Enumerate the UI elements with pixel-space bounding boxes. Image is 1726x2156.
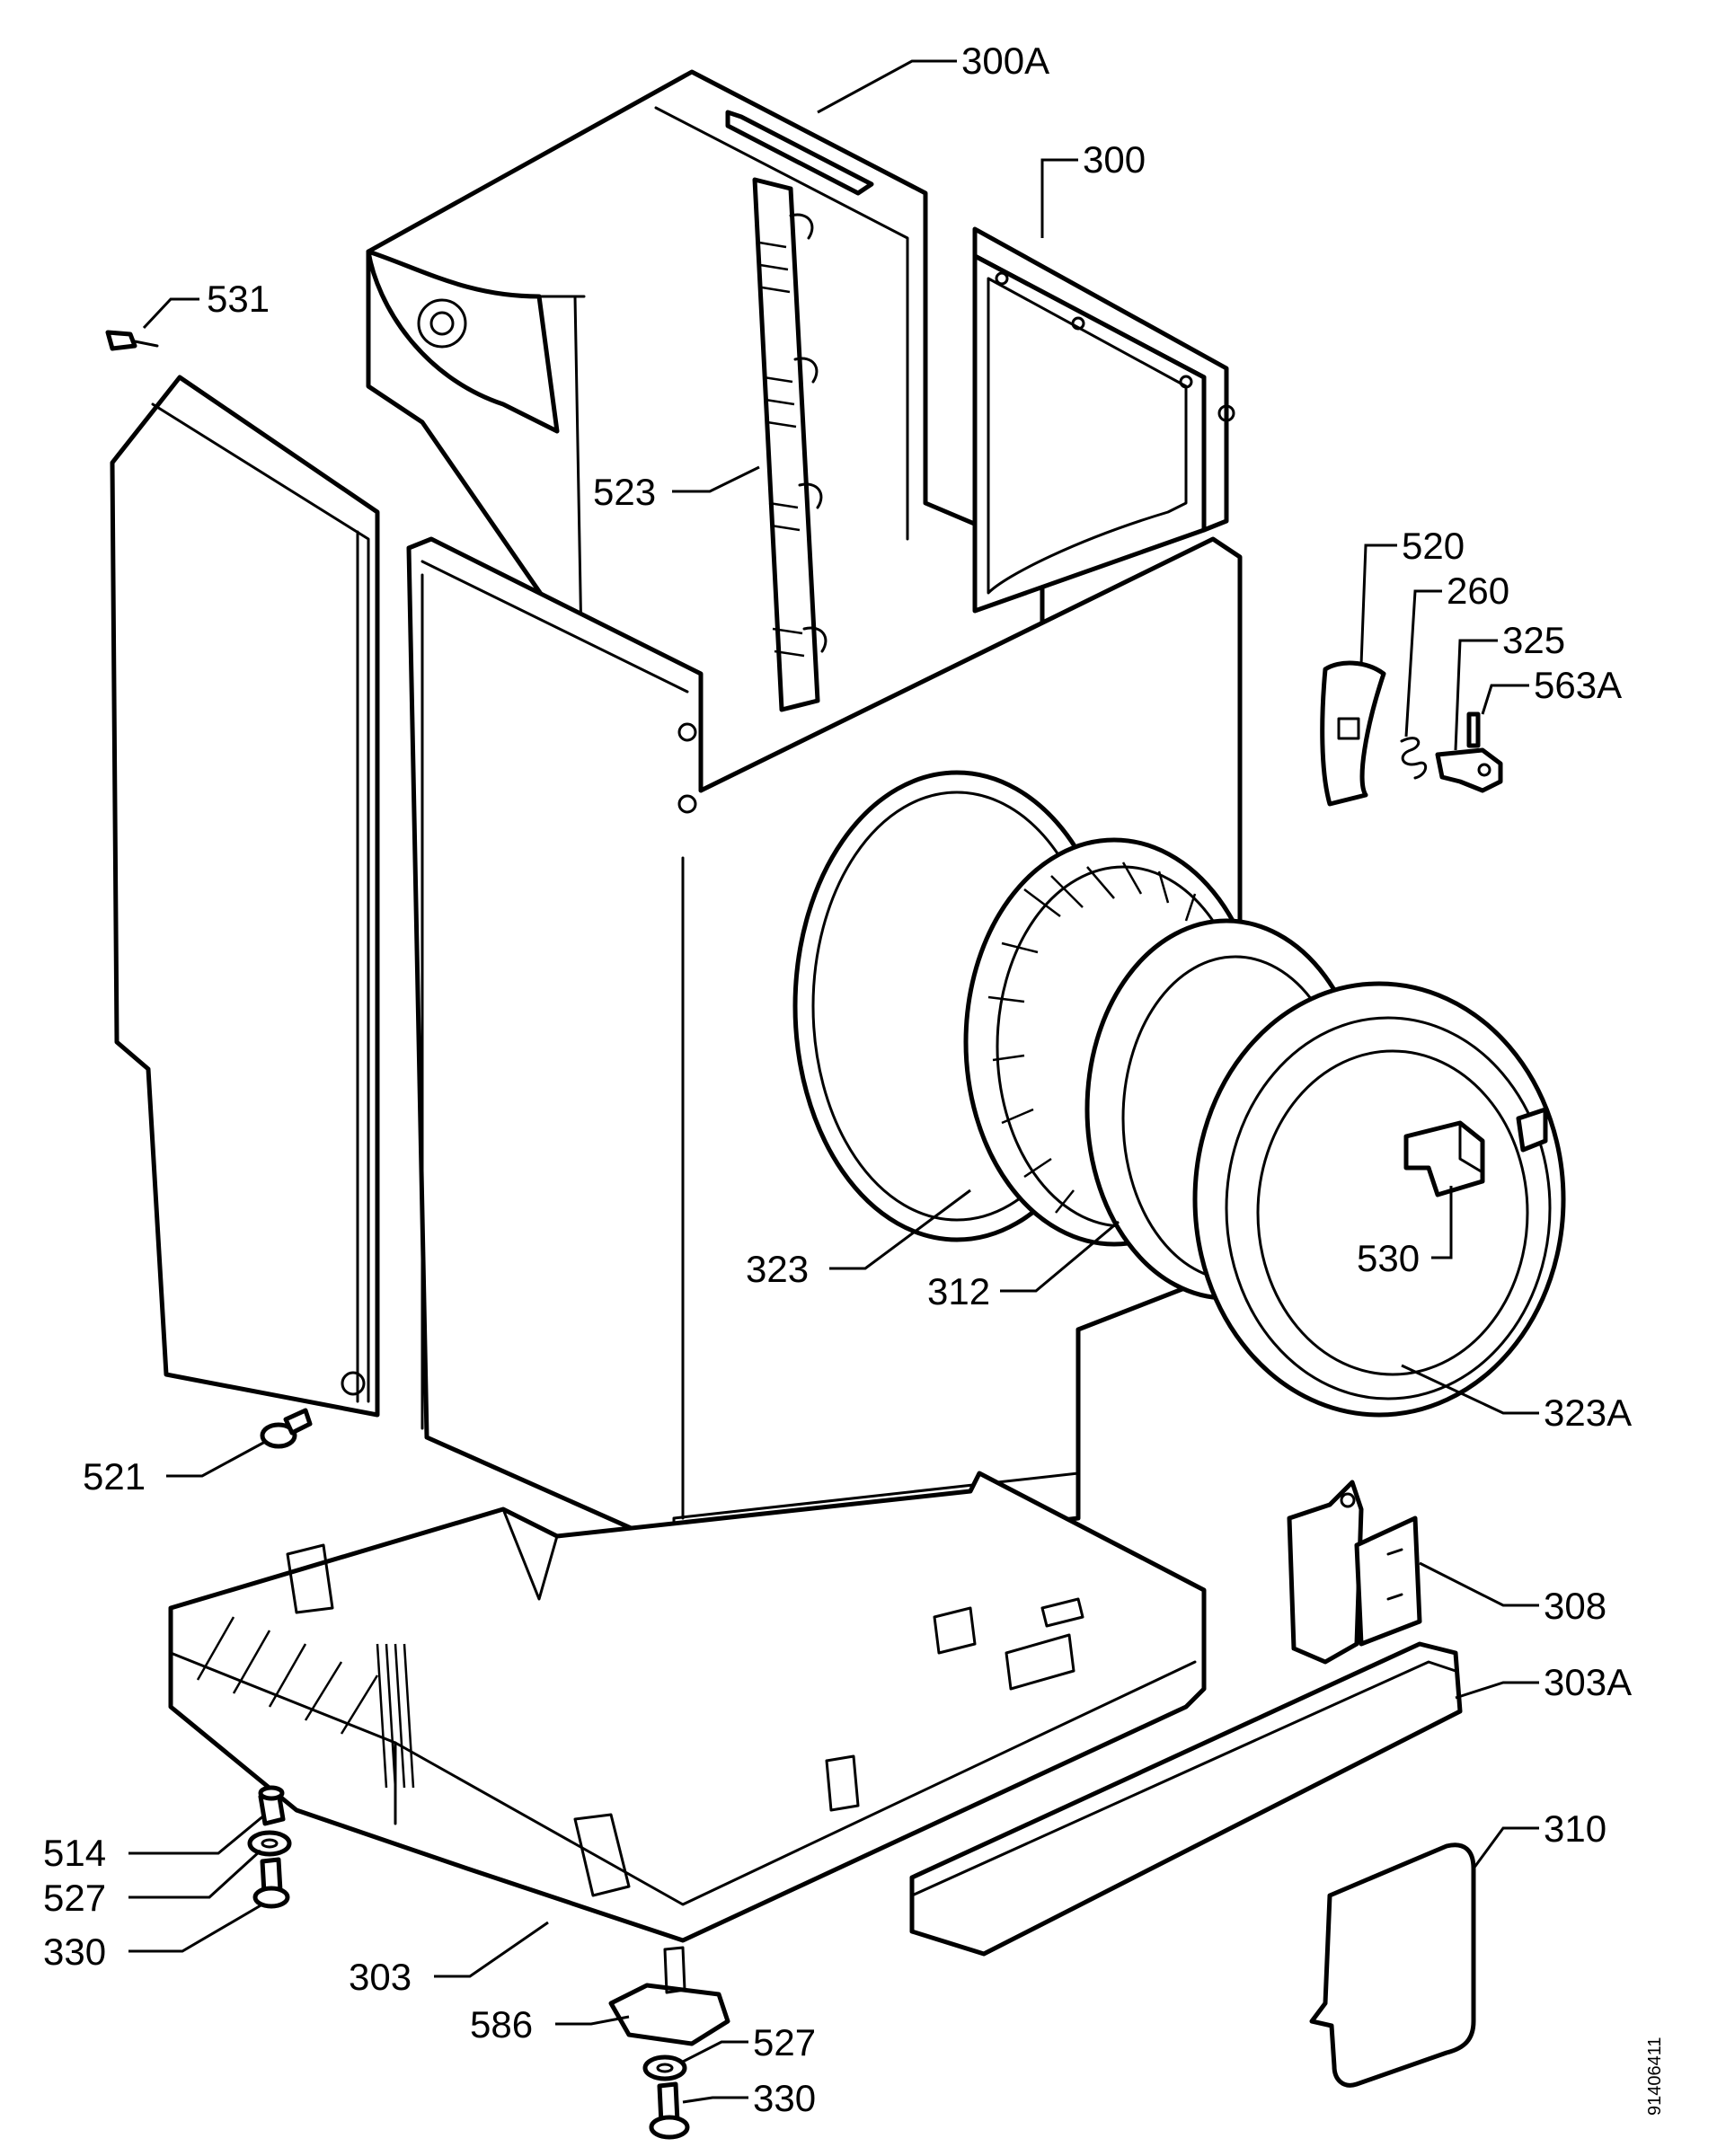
- label-523: 523: [593, 471, 656, 513]
- door-handle-530: [1403, 1120, 1485, 1197]
- label-586: 586: [470, 2003, 533, 2046]
- label-325: 325: [1502, 619, 1565, 661]
- door-hinge-308: [1287, 1480, 1422, 1665]
- washer-527-right: [642, 2054, 687, 2081]
- cabinet-back-shell: [366, 69, 1045, 802]
- label-527-left: 527: [43, 1877, 106, 1919]
- label-260: 260: [1447, 570, 1509, 612]
- leader-lines: [128, 59, 1539, 2104]
- label-514: 514: [43, 1832, 106, 1874]
- label-527-right: 527: [753, 2021, 816, 2063]
- document-number: 91406411: [1645, 2037, 1665, 2116]
- screw-330-right: [649, 2081, 690, 2140]
- plinth-panel-303a: [909, 1641, 1463, 1957]
- label-300a: 300A: [961, 40, 1049, 82]
- foot-586: [608, 1946, 730, 2046]
- label-323: 323: [746, 1248, 809, 1290]
- part-labels: 300A 300 531 523 520 260 325 563A 323 31…: [43, 40, 1632, 2119]
- label-303: 303: [349, 1956, 412, 1998]
- label-300: 300: [1083, 138, 1146, 181]
- label-312: 312: [927, 1270, 990, 1312]
- rear-bracket-523: [752, 177, 828, 712]
- spring-260: [1400, 737, 1428, 780]
- right-frame-300: [972, 226, 1229, 614]
- screw-330-left: [252, 1857, 290, 1909]
- label-308: 308: [1544, 1585, 1607, 1627]
- label-330-left: 330: [43, 1931, 106, 1973]
- label-531: 531: [207, 278, 270, 320]
- washer-527-left: [247, 1830, 292, 1857]
- base-frame-303: [168, 1471, 1207, 1943]
- label-530: 530: [1357, 1237, 1420, 1279]
- door-323a: [1192, 981, 1566, 1418]
- service-flap-310: [1309, 1842, 1476, 2088]
- label-563a: 563A: [1534, 664, 1622, 706]
- label-330-right: 330: [753, 2077, 816, 2119]
- label-310: 310: [1544, 1807, 1607, 1850]
- screw-521: [260, 1408, 313, 1449]
- bolt-514: [258, 1785, 286, 1826]
- label-520: 520: [1402, 525, 1465, 567]
- door-lock-520: [1320, 660, 1386, 807]
- label-323a: 323A: [1544, 1392, 1632, 1434]
- top-rail-300a: [725, 110, 874, 196]
- left-side-panel: [110, 375, 380, 1418]
- label-521: 521: [83, 1455, 146, 1498]
- label-303a: 303A: [1544, 1661, 1632, 1703]
- lever-325: [1435, 747, 1503, 793]
- screw-531: [105, 330, 159, 351]
- pin-563a: [1466, 711, 1481, 748]
